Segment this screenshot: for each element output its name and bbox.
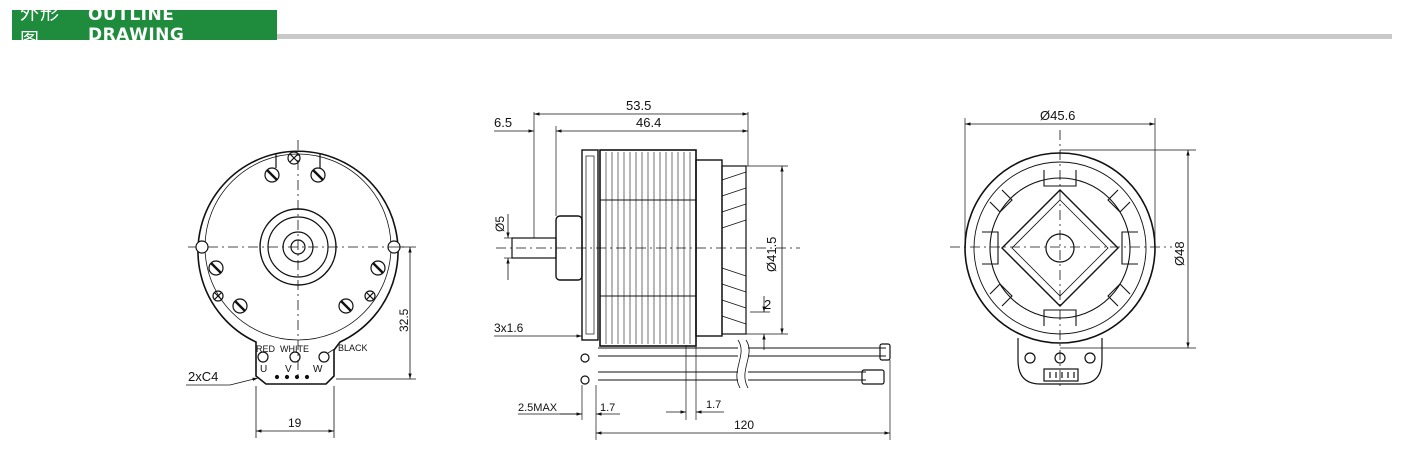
- dim-max-offset: 2.5MAX: [518, 402, 558, 414]
- section-banner: 外形图 OUTLINE DRAWING: [12, 2, 277, 51]
- banner-title-en: OUTLINE DRAWING: [87, 5, 185, 45]
- dim-lead-length: 120: [734, 418, 754, 432]
- dim-body: 46.4: [636, 115, 661, 130]
- wire-label-white: WHITE: [280, 344, 309, 354]
- dim-overall: 53.5: [626, 98, 651, 113]
- dim-shaft-ext: 6.5: [494, 115, 512, 130]
- terminal-label-w: W: [313, 364, 323, 375]
- dim-hole: 3x1.6: [494, 321, 524, 335]
- dim-height: 32.5: [397, 308, 411, 332]
- dim-outer-dia: Ø45.6: [1040, 108, 1075, 123]
- rear-view-labels: Ø45.6 Ø48: [1040, 108, 1187, 266]
- wire-label-red: RED: [256, 344, 276, 354]
- terminal-label-v: V: [285, 364, 292, 375]
- dim-flange2: 1.7: [706, 399, 721, 411]
- banner-title-zh: 外形图: [20, 2, 61, 51]
- side-view: [494, 112, 891, 440]
- front-view: [186, 140, 416, 438]
- wire-label-black: BLACK: [338, 343, 368, 353]
- dim-height-dia: Ø48: [1172, 241, 1187, 266]
- side-view-labels: 53.5 46.4 6.5 Ø5 Ø41.5 2 3x1.6 2.5MAX 1.…: [493, 98, 779, 432]
- dim-body-dia: Ø41.5: [764, 237, 779, 272]
- dim-chamfer: 2xC4: [188, 369, 218, 384]
- dim-width: 19: [288, 416, 302, 430]
- dim-shaft-dia: Ø5: [493, 216, 507, 232]
- header-rule: [277, 34, 1392, 39]
- dim-offset: 2: [764, 297, 771, 312]
- dim-flange1: 1.7: [600, 402, 615, 414]
- terminal-label-u: U: [260, 364, 267, 375]
- rear-view: [950, 118, 1196, 390]
- front-view-labels: RED WHITE BLACK U V W 2xC4 19 32.5: [188, 308, 411, 430]
